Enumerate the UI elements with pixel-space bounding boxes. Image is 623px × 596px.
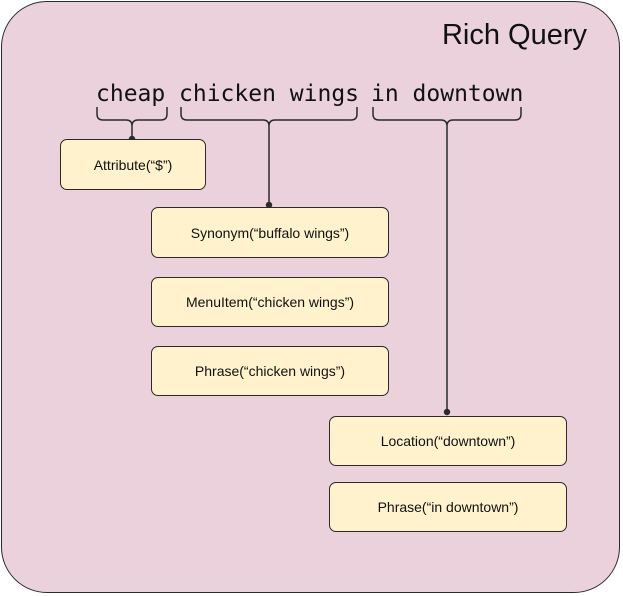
brace-cheap (96, 107, 168, 127)
connector-dot-in-downtown (443, 408, 451, 416)
brace-chicken-wings (180, 107, 358, 127)
menu-item-box: MenuItem(“chicken wings”) (151, 277, 389, 327)
phrase-in-downtown-box: Phrase(“in downtown”) (329, 482, 567, 532)
attribute-box: Attribute(“$”) (60, 139, 206, 190)
brace-in-downtown (372, 107, 522, 127)
synonym-box: Synonym(“buffalo wings”) (151, 207, 389, 258)
connector-dot-chicken-wings (265, 201, 273, 209)
query-token-chicken-wings: chicken wings (179, 81, 360, 107)
location-box: Location(“downtown”) (329, 416, 567, 466)
panel-title: Rich Query (441, 19, 587, 51)
query-token-cheap: cheap (96, 81, 166, 107)
query-token-in-downtown: in downtown (371, 81, 524, 107)
phrase-chicken-wings-box: Phrase(“chicken wings”) (151, 346, 389, 396)
